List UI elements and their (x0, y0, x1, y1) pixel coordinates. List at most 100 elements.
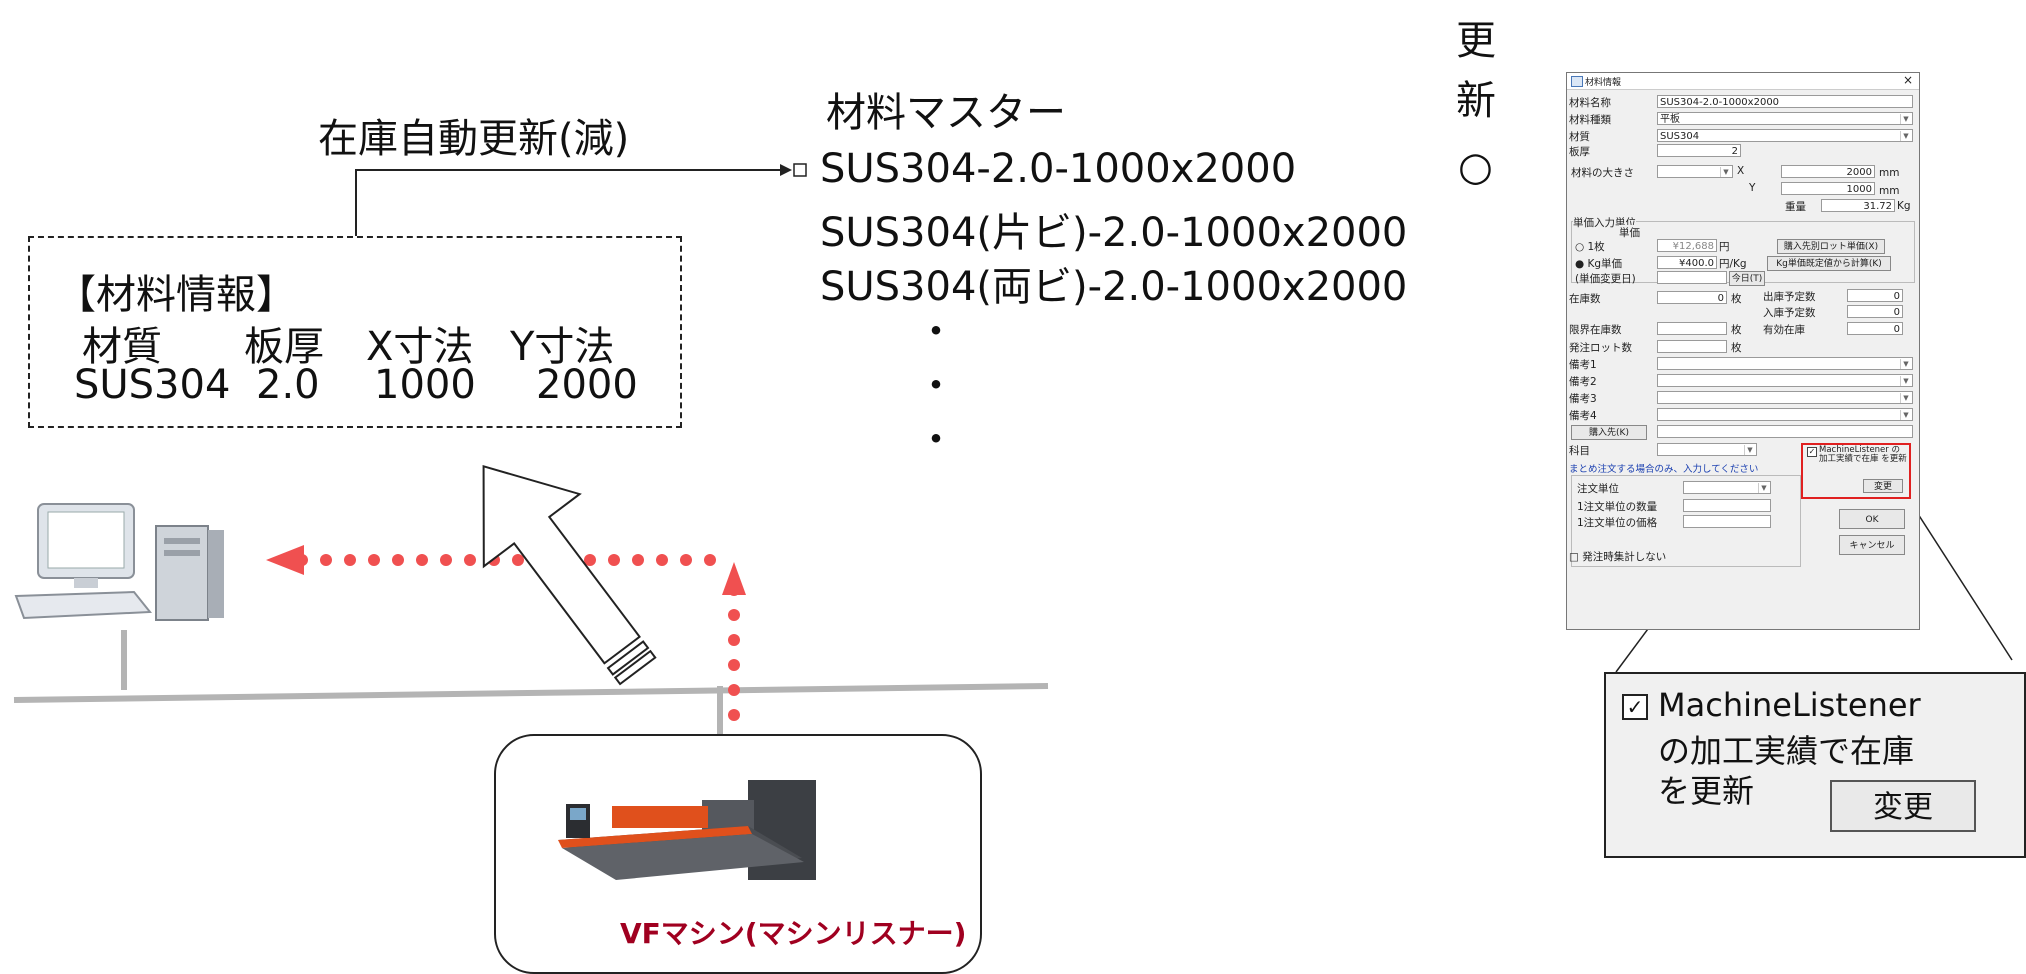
planned-in-field: 0 (1847, 305, 1903, 318)
price-per-unit-label: 1注文単位の価格 (1577, 517, 1658, 529)
master-item-1: SUS304-2.0-1000x2000 (820, 146, 1297, 192)
type-select[interactable]: 平板 ▼ (1657, 112, 1913, 125)
red-arrowhead-up (722, 562, 746, 595)
name-field[interactable]: SUS304-2.0-1000x2000 (1657, 95, 1913, 108)
quality-value: SUS304 (1660, 131, 1700, 142)
lot-price-button[interactable]: 購入先別ロット単価(X) (1777, 239, 1885, 254)
supplier-button[interactable]: 購入先(K) (1571, 425, 1647, 440)
radio-sheet[interactable]: ○ 1枚 (1575, 241, 1605, 253)
note2-label: 備考2 (1569, 376, 1597, 388)
ml-change-button[interactable]: 変更 (1863, 479, 1903, 493)
radio-kg[interactable]: ● Kg単価 (1575, 258, 1623, 270)
order-unit-select[interactable]: ▼ (1683, 481, 1771, 494)
zoom-change-button[interactable]: 変更 (1830, 780, 1976, 832)
value-thickness: 2.0 (256, 362, 320, 408)
price-per-unit-field[interactable] (1683, 515, 1771, 528)
price-group-label: 単価 (1619, 225, 1640, 240)
auto-update-connector (355, 169, 780, 236)
master-item-3: SUS304(両ビ)-2.0-1000x2000 (820, 264, 1408, 310)
note1-label: 備考1 (1569, 359, 1597, 371)
stock-label: 在庫数 (1569, 293, 1601, 305)
window-app-icon (1571, 76, 1583, 87)
weight-unit: Kg (1897, 200, 1911, 212)
zoom-check-line2: の加工実績で在庫 (1658, 732, 1915, 770)
update-col-char-2: 新 (1456, 78, 1496, 124)
x-size-field[interactable]: 2000 (1781, 165, 1875, 178)
red-dotted-path (266, 545, 746, 746)
note4-label: 備考4 (1569, 410, 1597, 422)
chevron-down-icon: ▼ (1900, 393, 1911, 403)
supplier-field[interactable] (1657, 425, 1913, 438)
vf-machine-box: VFマシン(マシンリスナー) (494, 734, 982, 974)
chevron-down-icon: ▼ (1900, 114, 1911, 124)
y-unit: mm (1879, 185, 1900, 197)
close-icon[interactable]: × (1902, 73, 1913, 87)
yen-per-kg-unit: 円/Kg (1719, 258, 1747, 270)
type-value: 平板 (1660, 114, 1680, 125)
sheet-price-field: ¥12,688 (1657, 239, 1717, 252)
kg-calc-button[interactable]: Kg単価既定値から計算(K) (1767, 256, 1891, 271)
note4-select[interactable]: ▼ (1657, 408, 1913, 421)
note3-label: 備考3 (1569, 393, 1597, 405)
ml-highlight-box (1801, 443, 1911, 499)
price-change-date-field[interactable] (1657, 271, 1727, 284)
laser-machine-icon (558, 780, 816, 880)
quality-select[interactable]: SUS304 ▼ (1657, 129, 1913, 142)
chevron-down-icon: ▼ (1744, 445, 1755, 455)
network-line (13, 683, 1049, 703)
chevron-down-icon: ▼ (1900, 131, 1911, 141)
planned-in-label: 入庫予定数 (1763, 307, 1816, 319)
value-material: SUS304 (74, 362, 231, 408)
thickness-field[interactable]: 2 (1657, 144, 1741, 157)
stock-field[interactable]: 0 (1657, 291, 1727, 304)
y-size-field[interactable]: 1000 (1781, 182, 1875, 195)
chevron-down-icon: ▼ (1900, 410, 1911, 420)
header-x-size: X寸法 (366, 324, 474, 370)
red-arrowhead-left (266, 545, 304, 575)
cancel-button[interactable]: キャンセル (1839, 535, 1905, 555)
size-select[interactable]: ▼ (1657, 165, 1733, 178)
ok-button[interactable]: OK (1839, 509, 1905, 529)
order-lot-field[interactable] (1657, 340, 1727, 353)
qty-per-unit-field[interactable] (1683, 499, 1771, 512)
effective-stock-label: 有効在庫 (1763, 324, 1805, 336)
vf-machine-label: VFマシン(マシンリスナー) (620, 917, 967, 950)
dialog-title: 材料情報 (1585, 78, 1622, 88)
qty-per-unit-label: 1注文単位の数量 (1577, 501, 1658, 513)
limit-stock-unit: 枚 (1731, 324, 1742, 336)
material-info-box: 【材料情報】 材質 板厚 X寸法 Y寸法 SUS304 2.0 1000 200… (28, 236, 682, 428)
limit-stock-field[interactable] (1657, 322, 1727, 335)
kg-price-field[interactable]: ¥400.0 (1657, 256, 1717, 269)
weight-label: 重量 (1785, 201, 1806, 213)
update-col-char-1: 更 (1456, 18, 1496, 64)
exclude-checkbox[interactable]: □ 発注時集計しない (1569, 551, 1667, 563)
weight-field: 31.72 (1821, 199, 1895, 212)
limit-stock-label: 限界在庫数 (1569, 324, 1622, 336)
value-y-size: 2000 (536, 362, 638, 408)
ml-checkbox[interactable]: ✓ (1807, 447, 1817, 457)
order-lot-label: 発注ロット数 (1569, 342, 1632, 354)
thickness-label: 板厚 (1569, 146, 1590, 158)
dialog-titlebar: 材料情報 × (1567, 73, 1919, 90)
note3-select[interactable]: ▼ (1657, 391, 1913, 404)
chevron-down-icon: ▼ (1900, 376, 1911, 386)
auto-update-label: 在庫自動更新(減) (318, 116, 630, 162)
value-x-size: 1000 (374, 362, 476, 408)
pc-icon (14, 503, 224, 621)
ellipsis-dot-3: ・ (916, 417, 956, 463)
note2-select[interactable]: ▼ (1657, 374, 1913, 387)
today-button[interactable]: 今日(T) (1729, 271, 1765, 286)
order-unit-label: 注文単位 (1577, 483, 1619, 495)
material-info-dialog: 材料情報 × 材料名称 SUS304-2.0-1000x2000 材料種類 平板… (1566, 72, 1920, 630)
subject-select[interactable]: ▼ (1657, 443, 1757, 456)
bulk-order-group (1571, 475, 1801, 567)
chevron-down-icon: ▼ (1758, 483, 1769, 493)
exclude-label: 発注時集計しない (1582, 551, 1667, 563)
stock-unit: 枚 (1731, 293, 1742, 305)
type-label: 材料種類 (1569, 114, 1611, 126)
zoom-checkbox[interactable]: ✓ (1622, 694, 1648, 720)
header-y-size: Y寸法 (510, 324, 615, 370)
note1-select[interactable]: ▼ (1657, 357, 1913, 370)
